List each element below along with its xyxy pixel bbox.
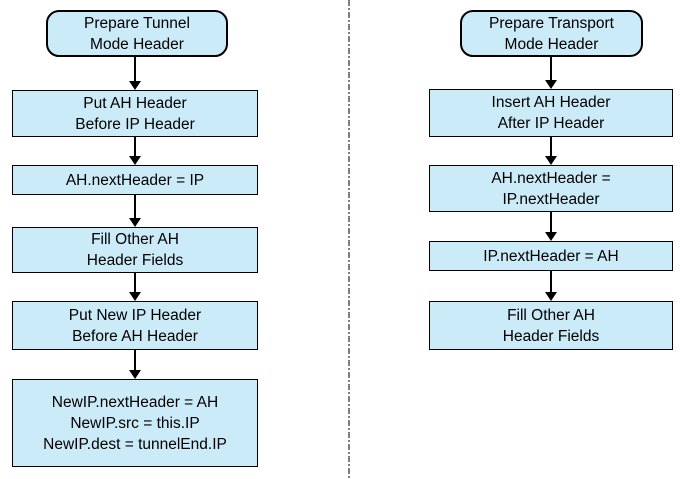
flow-arrow [129, 273, 141, 301]
arrow-stem [134, 350, 136, 372]
node-text-line: Put AH Header [83, 94, 187, 112]
flow-arrow [129, 137, 141, 165]
flow-arrow [129, 350, 141, 379]
arrow-stem [134, 137, 136, 158]
node-text-line: AH.nextHeader = [491, 169, 611, 187]
node-fill-other-ah-header-fields-tunnel: Fill Other AH Header Fields [12, 227, 258, 273]
arrow-stem [134, 57, 136, 83]
node-text-line: AH.nextHeader = IP [65, 171, 205, 189]
arrowhead-down-icon [129, 292, 141, 301]
divider-dashed-line [348, 0, 350, 479]
node-fill-other-ah-header-fields-transport: Fill Other AH Header Fields [429, 301, 673, 350]
node-ah-nextheader-equals-ip-nextheader: AH.nextHeader = IP.nextHeader [429, 165, 673, 212]
arrowhead-down-icon [129, 218, 141, 227]
flow-arrow [545, 137, 557, 165]
node-text-line: IP.nextHeader [502, 190, 600, 208]
node-ip-nextheader-equals-ah: IP.nextHeader = AH [429, 241, 673, 271]
arrowhead-down-icon [129, 156, 141, 165]
node-ah-nextheader-equals-ip: AH.nextHeader = IP [12, 165, 258, 195]
arrowhead-down-icon [129, 370, 141, 379]
node-text-line: Prepare Tunnel [84, 14, 190, 32]
node-text-line: Prepare Transport [489, 14, 614, 32]
arrowhead-down-icon [545, 232, 557, 241]
node-put-ah-header-before-ip-header: Put AH Header Before IP Header [12, 90, 258, 137]
node-text-line: Fill Other AH [91, 231, 179, 248]
node-newip-assignments: NewIP.nextHeader = AH NewIP.src = this.I… [12, 379, 258, 467]
arrow-stem [550, 57, 552, 82]
node-prepare-tunnel-mode-header: Prepare Tunnel Mode Header [46, 10, 228, 57]
arrow-stem [134, 195, 136, 220]
node-text-line: NewIP.nextHeader = AH [51, 393, 219, 411]
node-text-line: Before AH Header [72, 327, 198, 345]
node-text-line: IP.nextHeader = AH [483, 247, 619, 265]
arrow-stem [550, 137, 552, 158]
node-text-line: NewIP.dest = tunnelEnd.IP [43, 435, 227, 453]
node-text-line: Insert AH Header [491, 94, 611, 111]
flow-arrow [129, 57, 141, 90]
node-insert-ah-header-after-ip-header: Insert AH Header After IP Header [429, 89, 673, 137]
arrowhead-down-icon [545, 292, 557, 301]
flow-arrow [545, 57, 557, 89]
flow-arrow [129, 195, 141, 227]
arrowhead-down-icon [129, 81, 141, 90]
arrow-stem [550, 271, 552, 294]
node-put-new-ip-header-before-ah-header: Put New IP Header Before AH Header [12, 301, 258, 350]
node-text-line: Put New IP Header [68, 306, 202, 324]
node-prepare-transport-mode-header: Prepare Transport Mode Header [460, 10, 643, 57]
arrow-stem [550, 212, 552, 234]
arrowhead-down-icon [545, 156, 557, 165]
arrow-stem [134, 273, 136, 294]
node-text-line: Mode Header [90, 35, 184, 53]
flow-arrow [545, 212, 557, 241]
arrowhead-down-icon [545, 80, 557, 89]
node-text-line: NewIP.src = this.IP [70, 414, 200, 432]
flow-arrow [545, 271, 557, 301]
node-text-line: Header Fields [502, 327, 600, 345]
node-text-line: Before IP Header [75, 115, 195, 133]
node-text-line: Fill Other AH [507, 306, 595, 324]
node-text-line: Mode Header [504, 35, 599, 53]
node-text-line: After IP Header [497, 115, 605, 132]
node-text-line: Header Fields [86, 252, 184, 269]
